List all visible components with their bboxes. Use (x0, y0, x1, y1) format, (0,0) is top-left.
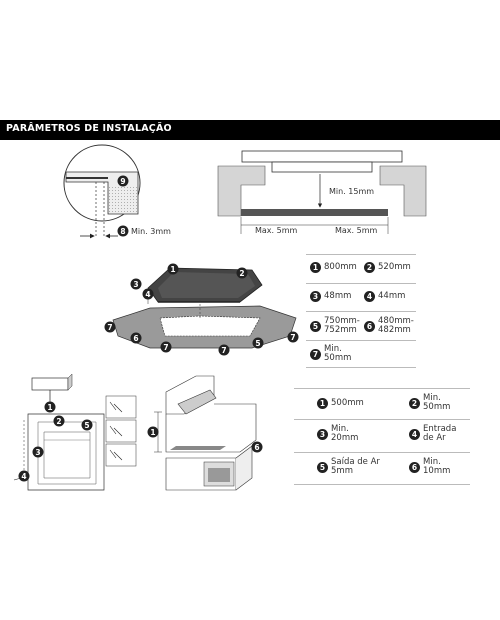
svg-text:7: 7 (107, 323, 112, 332)
section-title: PARÂMETROS DE INSTALAÇÃO (6, 123, 172, 134)
badge-8 (117, 225, 129, 237)
min-3mm-label: Min. 3mm (131, 227, 171, 236)
badge-9 (117, 175, 129, 187)
max-5mm-left-label: Max. 5mm (255, 226, 298, 235)
svg-text:2: 2 (56, 417, 61, 426)
svg-text:7: 7 (163, 343, 168, 352)
svg-text:7: 7 (290, 333, 295, 342)
svg-text:6: 6 (133, 334, 138, 343)
svg-text:1: 1 (47, 403, 52, 412)
svg-text:4: 4 (145, 290, 150, 299)
svg-text:5: 5 (255, 339, 260, 348)
svg-text:5: 5 (84, 421, 89, 430)
hob-cutout-diagram (112, 267, 297, 349)
svg-text:3: 3 (35, 448, 40, 457)
max-5mm-right-label: Max. 5mm (335, 226, 378, 235)
svg-text:1: 1 (170, 265, 175, 274)
svg-text:6: 6 (254, 443, 259, 452)
svg-text:9: 9 (120, 177, 125, 186)
svg-text:4: 4 (21, 472, 26, 481)
oven-right-badges: 1 6 (147, 426, 263, 453)
cross-section-diagram: Min. 15mm Max. 5mm Max. 5mm (217, 150, 427, 235)
oven-install-diagram-left (13, 373, 137, 491)
svg-text:1: 1 (150, 428, 155, 437)
section-header: PARÂMETROS DE INSTALAÇÃO (0, 120, 500, 140)
oven-install-diagram-right (154, 375, 257, 491)
svg-text:2: 2 (239, 269, 244, 278)
oven-left-badges: 1 2 3 4 5 (18, 401, 93, 482)
svg-text:3: 3 (133, 280, 138, 289)
hob-badges: 1 2 3 4 5 6 7 7 7 7 (104, 263, 299, 356)
svg-text:7: 7 (221, 346, 226, 355)
svg-text:8: 8 (120, 227, 125, 236)
min-15mm-label: Min. 15mm (329, 187, 374, 196)
edge-detail-diagram: 9 8 Min. 3mm (63, 144, 171, 239)
